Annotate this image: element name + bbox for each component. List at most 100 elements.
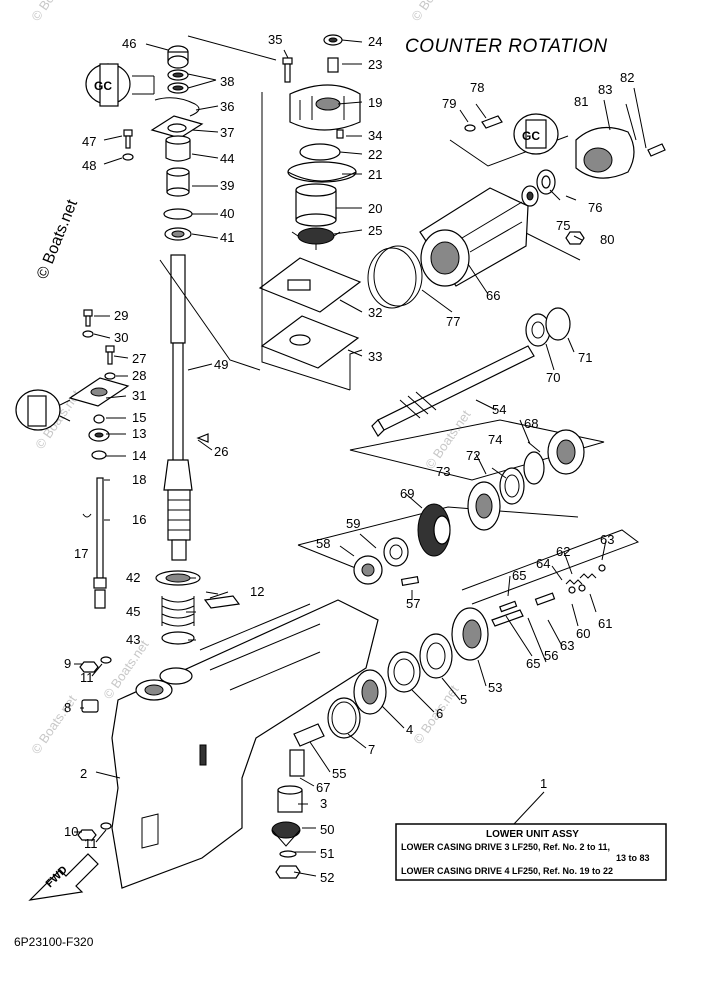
part-35-bolt	[282, 57, 293, 83]
callout-73: 73	[436, 464, 450, 479]
part-3-bearing	[277, 785, 303, 813]
callout-69: 69	[400, 486, 414, 501]
grease-symbol-icon: GC	[513, 113, 559, 155]
diagram-code: 6P23100-F320	[14, 935, 94, 949]
part-11-washer-b	[100, 822, 112, 830]
part-77-o-rings	[367, 245, 423, 309]
part-6-shim	[387, 651, 421, 693]
callout-50: 50	[320, 822, 334, 837]
callout-12: 12	[250, 584, 264, 599]
part-11-washer-a	[100, 656, 112, 664]
part-26-key	[196, 433, 209, 443]
callout-38: 38	[220, 74, 234, 89]
part-73-bearing	[467, 481, 501, 531]
note-line-1: LOWER CASING DRIVE 3 LF250, Ref. No. 2 t…	[401, 842, 610, 852]
callout-68: 68	[524, 416, 538, 431]
part-24-grommet	[323, 34, 343, 46]
part-64-spring	[565, 579, 583, 585]
callout-83: 83	[598, 82, 612, 97]
part-17-clip	[82, 513, 92, 518]
watermark: © Boats.net	[408, 0, 460, 24]
part-43-shim	[161, 631, 195, 645]
part-42-thrust-bearing	[155, 570, 201, 586]
part-36-clip	[154, 97, 200, 117]
part-37-housing-plate	[150, 115, 204, 139]
callout-46: 46	[122, 36, 136, 51]
part-4-bearing-race	[353, 669, 387, 715]
callout-35: 35	[268, 32, 282, 47]
part-79-washer	[464, 124, 476, 132]
callout-65-a: 65	[512, 568, 526, 583]
svg-text:GC: GC	[522, 129, 540, 143]
callout-51: 51	[320, 846, 334, 861]
part-78-bolt	[481, 115, 503, 129]
callout-20: 20	[368, 201, 382, 216]
part-60-plunger	[534, 592, 556, 606]
callout-13: 13	[132, 426, 146, 441]
callout-22: 22	[368, 147, 382, 162]
part-75-seal	[521, 185, 539, 207]
part-62-spring	[579, 573, 597, 579]
callout-56: 56	[544, 648, 558, 663]
part-14-o-ring	[91, 450, 107, 460]
callout-27: 27	[132, 351, 146, 366]
callout-numbers: 46 38 36 37 44 39 40 41 47 48 49 26 29 3…	[64, 32, 634, 885]
part-21-insert-cartridge	[287, 161, 357, 183]
part-16-shift-rod	[93, 477, 107, 609]
part-31-shift-rod-housing	[68, 377, 130, 407]
callout-7: 7	[368, 742, 375, 757]
grease-symbol-icon	[15, 389, 61, 431]
part-69-gear	[417, 503, 451, 557]
callout-37: 37	[220, 125, 234, 140]
part-55-bushing	[293, 723, 325, 747]
part-58-dog-clutch	[353, 555, 383, 585]
callout-6: 6	[436, 706, 443, 721]
part-80-nut	[565, 231, 585, 245]
part-38-oil-seals	[167, 69, 189, 94]
svg-text:GC: GC	[94, 79, 112, 93]
callout-32: 32	[368, 305, 382, 320]
callout-19: 19	[368, 95, 382, 110]
part-49-drive-shaft	[163, 254, 193, 561]
callout-47: 47	[82, 134, 96, 149]
part-52-nut	[275, 865, 301, 879]
part-19-pump-housing	[289, 84, 361, 131]
note-line-3: LOWER CASING DRIVE 4 LF250, Ref. No. 19 …	[401, 866, 613, 876]
callout-58: 58	[316, 536, 330, 551]
part-63-ball	[598, 564, 606, 572]
callout-45: 45	[126, 604, 140, 619]
part-47-bolt	[123, 129, 133, 149]
part-8-anode	[81, 699, 99, 713]
part-9-bolt	[79, 661, 99, 673]
part-13-seal	[88, 428, 110, 442]
callout-77: 77	[446, 314, 460, 329]
callout-33: 33	[368, 349, 382, 364]
callout-2: 2	[80, 766, 87, 781]
callout-65-b: 65	[526, 656, 540, 671]
grease-symbol-icon: GC	[85, 63, 131, 107]
callout-64: 64	[536, 556, 550, 571]
callout-29: 29	[114, 308, 128, 323]
part-10-bolt	[77, 829, 97, 841]
watermark: © Boats.net	[28, 692, 80, 757]
part-32-plate	[258, 257, 362, 313]
callout-11-a: 11	[80, 670, 94, 685]
callout-17: 17	[74, 546, 88, 561]
callout-63-a: 63	[600, 532, 614, 547]
callout-24: 24	[368, 34, 382, 49]
callout-18: 18	[132, 472, 146, 487]
callout-76: 76	[588, 200, 602, 215]
callout-66: 66	[486, 288, 500, 303]
part-67-sleeve	[289, 749, 305, 777]
part-71-spacer	[545, 307, 571, 341]
callout-44: 44	[220, 151, 234, 166]
callout-54: 54	[492, 402, 506, 417]
part-7-shim	[327, 697, 361, 739]
part-68-bearing	[547, 429, 585, 475]
leader-lines	[74, 39, 647, 877]
part-33-gasket	[260, 315, 360, 369]
part-41-bushing	[164, 227, 192, 241]
part-34-pin	[336, 129, 344, 139]
part-40-shim	[163, 208, 193, 220]
part-66-propeller-housing	[419, 187, 529, 287]
